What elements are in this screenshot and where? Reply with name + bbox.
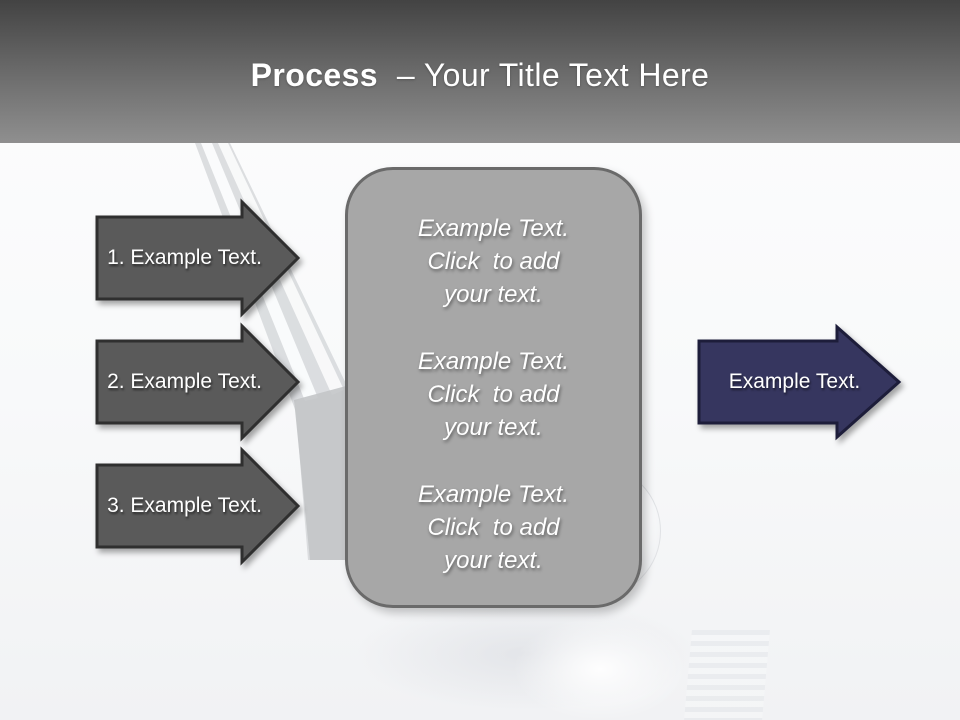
header-band: Process – Your Title Text Here [0,0,960,143]
step-arrow-1[interactable]: 1. Example Text. [95,198,301,318]
right-arrow-shape [95,198,301,318]
text-block-2[interactable]: Example Text. Click to add your text. [417,348,570,441]
step-arrow-3[interactable]: 3. Example Text. [95,446,301,566]
background-club-grooves [684,630,770,720]
title-keyword: Process [250,57,379,93]
result-arrow[interactable]: Example Text. [697,323,902,441]
text-block-3[interactable]: Example Text. Click to add your text. [417,481,570,574]
title-subtitle: – Your Title Text Here [396,57,710,93]
slide-title[interactable]: Process – Your Title Text Here [251,49,710,94]
step-arrow-2[interactable]: 2. Example Text. [95,322,301,442]
right-arrow-shape [95,446,301,566]
step-arrow-1-label: 1. Example Text. [107,246,262,269]
center-text-box[interactable]: Example Text. Click to add your text. Ex… [345,167,642,608]
step-arrow-2-label: 2. Example Text. [107,370,262,393]
text-block-1[interactable]: Example Text. Click to add your text. [417,215,570,308]
right-arrow-shape [95,322,301,442]
result-arrow-label: Example Text. [728,370,861,393]
right-arrow-shape [697,323,902,441]
background-club-highlight [515,618,685,720]
step-arrow-3-label: 3. Example Text. [107,494,262,517]
